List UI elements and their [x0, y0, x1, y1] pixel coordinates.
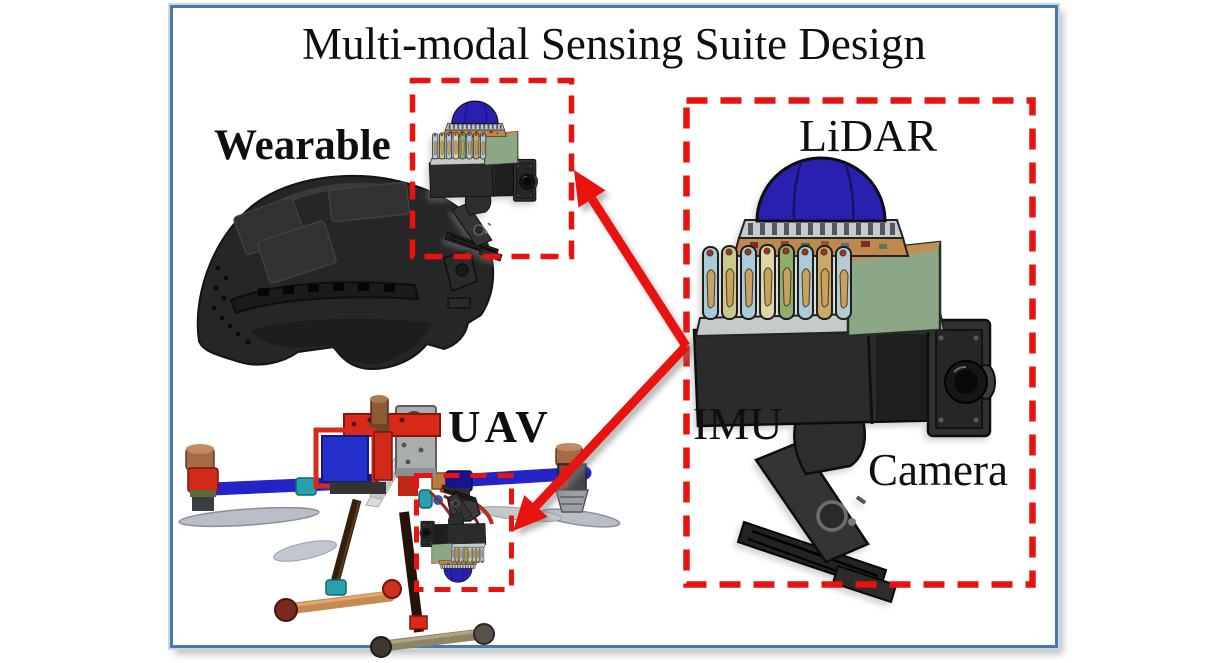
arrow-to-uav-sensor: [513, 342, 690, 531]
uav-illustration: [178, 395, 621, 658]
label-uav: UAV: [448, 402, 552, 452]
sensor-callout-box-small: [409, 77, 575, 260]
uav-left-motor: [185, 444, 219, 511]
helmet-front-vents: [211, 265, 251, 345]
label-lidar: LiDAR: [799, 110, 937, 161]
helmet-illustration: [196, 174, 495, 371]
label-imu: IMU: [693, 398, 783, 449]
helmet-side-rail: [229, 281, 420, 315]
label-camera: Camera: [868, 445, 1008, 495]
label-wearable: Wearable: [214, 122, 391, 169]
uav-battery: [321, 435, 369, 483]
helmet-velcro-patches: [233, 181, 410, 284]
arrowhead-up: [574, 170, 606, 208]
figure-frame: [170, 5, 1058, 648]
arrow-to-wearable-sensor: [574, 170, 690, 349]
arrowhead-down: [513, 495, 548, 531]
helmet-rear-clip: [443, 249, 478, 309]
helmet-lower-shell: [250, 318, 432, 364]
sensor-callout-box-uav: [414, 473, 514, 592]
figure-title: Multi-modal Sensing Suite Design: [302, 19, 926, 69]
sensor-callout-box-large: [683, 97, 1036, 588]
uav-landing-gear: [274, 498, 495, 658]
